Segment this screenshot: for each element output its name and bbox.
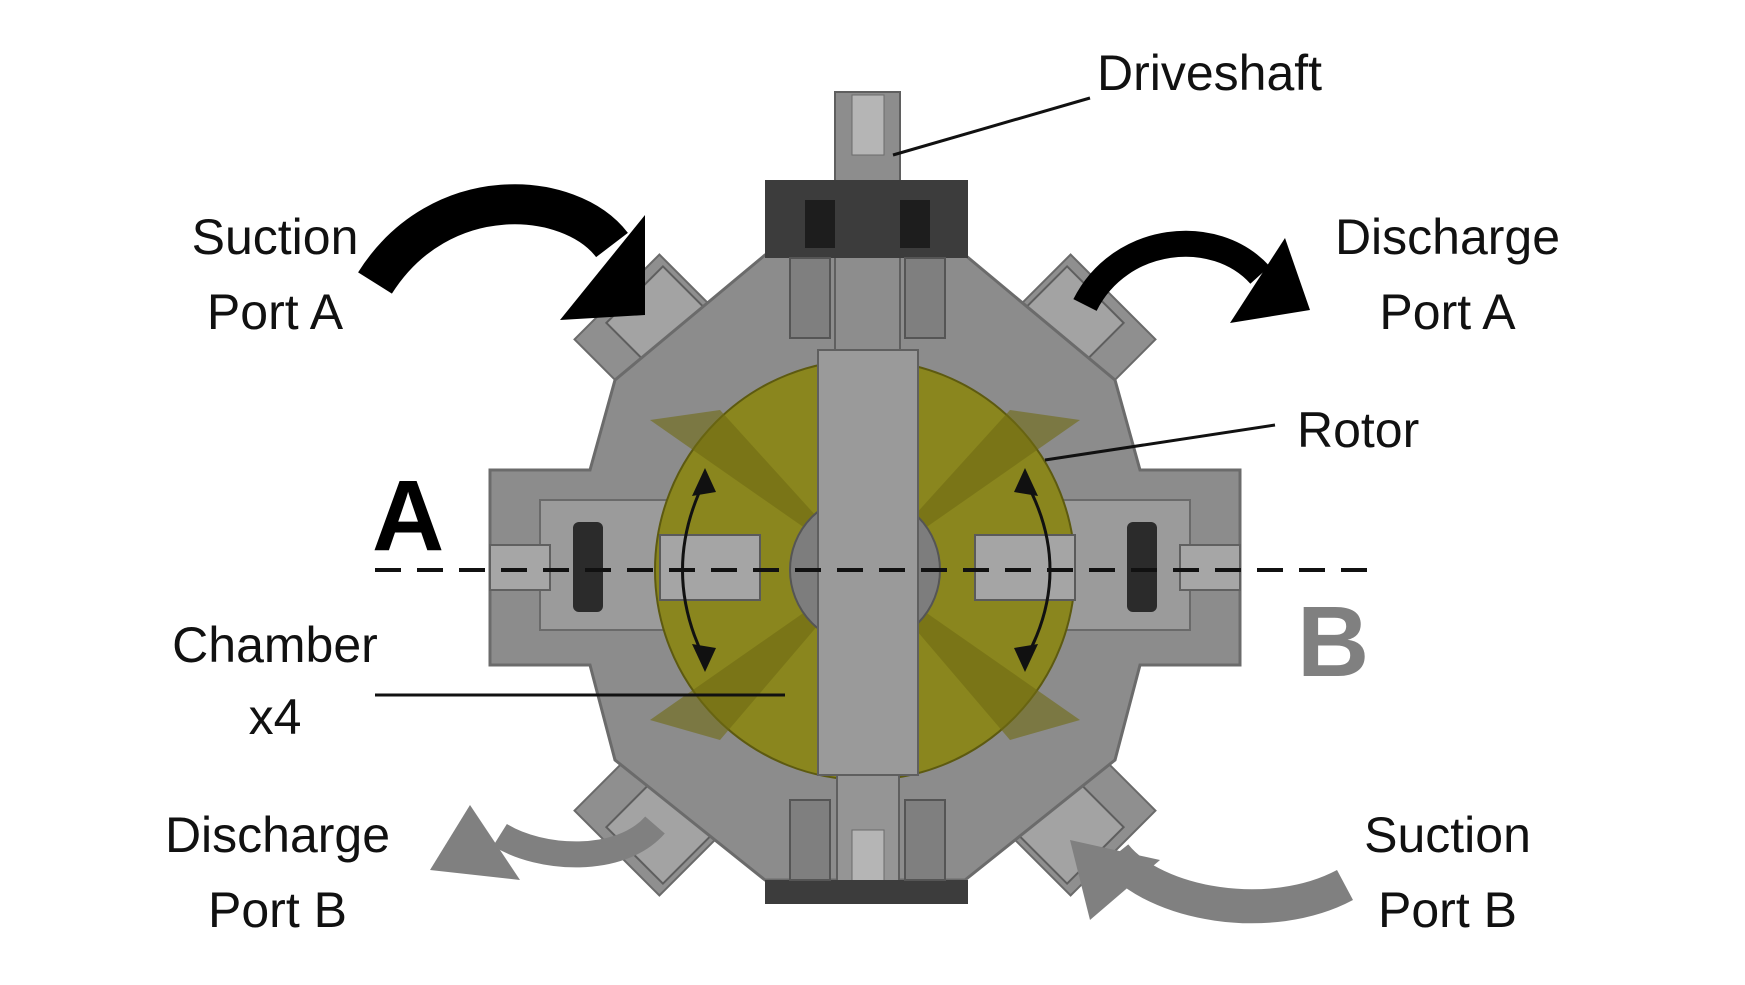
- suction-port-b-line1: Suction: [1364, 807, 1531, 863]
- rotor-leader: [1044, 423, 1276, 462]
- discharge-port-a-line1: Discharge: [1334, 209, 1561, 265]
- discharge-port-a-line2: Port A: [1379, 284, 1516, 340]
- suction-port-b-label: Suction Port B: [1340, 810, 1555, 935]
- section-marker-a: A: [372, 460, 445, 572]
- driveshaft: [765, 91, 968, 904]
- flow-arrows: [358, 184, 1353, 924]
- discharge-port-b-line2: Port B: [208, 882, 347, 938]
- suction-port-b-line2: Port B: [1378, 882, 1517, 938]
- suction-port-a-label: Suction Port A: [170, 212, 380, 337]
- driveshaft-label: Driveshaft: [1097, 45, 1323, 101]
- section-marker-b: B: [1297, 586, 1370, 698]
- discharge-port-b-line1: Discharge: [164, 807, 391, 863]
- suction-port-a-line1: Suction: [191, 209, 359, 265]
- driveshaft-leader: [892, 96, 1091, 157]
- leader-lines: [375, 96, 1276, 697]
- suction-port-a-arrow: [358, 184, 628, 295]
- suction-port-a-line2: Port A: [206, 284, 344, 340]
- discharge-port-a-arrow: [1073, 230, 1270, 312]
- chamber-line1: Chamber: [172, 617, 378, 673]
- chamber-label: Chamber x4: [160, 620, 390, 742]
- discharge-port-a-label: Discharge Port A: [1325, 212, 1570, 337]
- discharge-port-b-label: Discharge Port B: [155, 810, 400, 935]
- chamber-line2: x4: [248, 689, 302, 745]
- rotor-label: Rotor: [1297, 402, 1420, 458]
- discharge-port-b-arrow: [493, 815, 665, 868]
